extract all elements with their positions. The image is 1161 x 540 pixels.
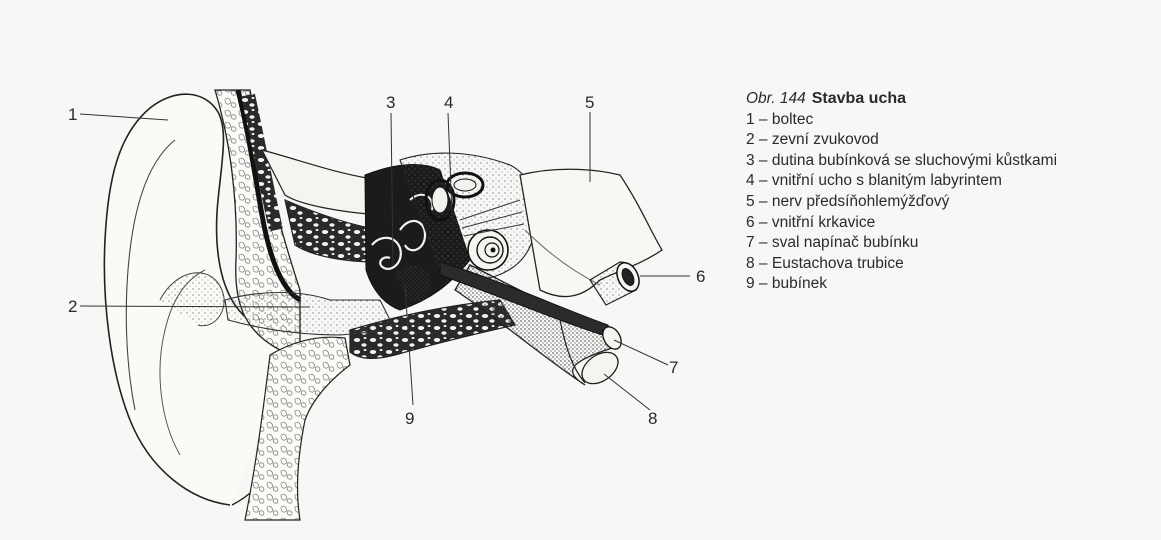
callout-4: 4 xyxy=(444,93,453,112)
callout-2: 2 xyxy=(68,297,77,316)
callout-3: 3 xyxy=(386,93,395,112)
legend-item: 9 – bubínek xyxy=(746,274,1161,295)
figure-number: Obr. 144 xyxy=(746,90,806,107)
figure-title: Stavba ucha xyxy=(812,90,906,107)
callout-1: 1 xyxy=(68,105,77,124)
legend-item: 2 – zevní zvukovod xyxy=(746,130,1161,151)
callout-9: 9 xyxy=(405,409,414,428)
figure-caption: Obr. 144 Stavba ucha xyxy=(746,89,1161,110)
callout-8: 8 xyxy=(648,409,657,428)
legend-item: 8 – Eustachova trubice xyxy=(746,254,1161,275)
legend-item: 7 – sval napínač bubínku xyxy=(746,233,1161,254)
figure-legend: Obr. 144 Stavba ucha 1 – boltec 2 – zevní… xyxy=(746,89,1161,295)
callout-7: 7 xyxy=(669,358,678,377)
callout-5: 5 xyxy=(585,93,594,112)
legend-item: 1 – boltec xyxy=(746,110,1161,131)
legend-item: 6 – vnitřní krkavice xyxy=(746,213,1161,234)
petrous-bone xyxy=(520,169,662,296)
callout-6: 6 xyxy=(696,267,705,286)
legend-item: 3 – dutina bubínková se sluchovými kůstk… xyxy=(746,151,1161,172)
legend-item: 5 – nerv předsíňohlemýžďový xyxy=(746,192,1161,213)
legend-item: 4 – vnitřní ucho s blanitým labyrintem xyxy=(746,171,1161,192)
